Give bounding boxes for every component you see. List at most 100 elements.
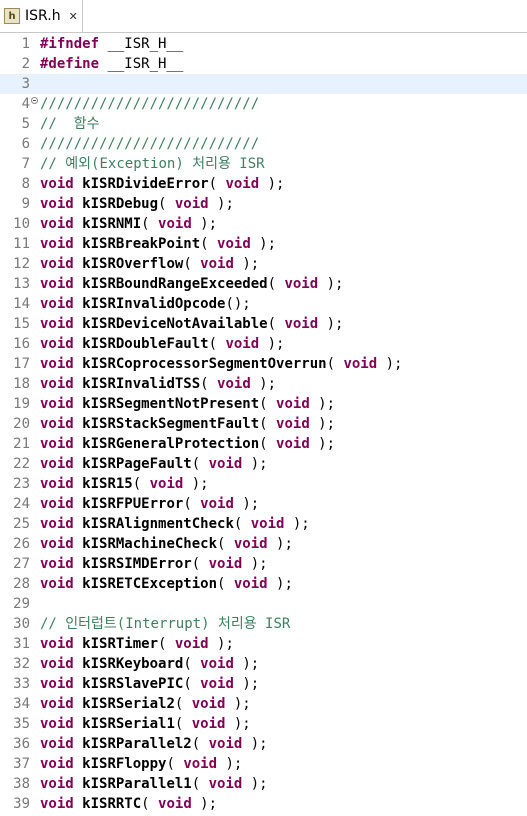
function-name-token: kISRDoubleFault bbox=[82, 336, 209, 352]
code-token: ( bbox=[208, 336, 226, 352]
keyword-token: void bbox=[158, 796, 192, 812]
code-token bbox=[74, 176, 82, 192]
keyword-token: void bbox=[183, 756, 218, 772]
keyword-token: void bbox=[284, 276, 319, 292]
close-icon[interactable]: ✕ bbox=[68, 9, 78, 23]
keyword-token: void bbox=[191, 716, 226, 732]
code-text: void kISRStackSegmentFault( void ); bbox=[40, 414, 335, 434]
code-token: ( bbox=[200, 376, 218, 392]
code-token: ); bbox=[225, 716, 251, 732]
code-token: ); bbox=[318, 276, 344, 292]
keyword-token: #define bbox=[40, 56, 100, 72]
code-token: ( bbox=[132, 476, 150, 492]
code-text: void kISRDivideError( void ); bbox=[40, 174, 284, 194]
code-token bbox=[74, 456, 82, 472]
tab-isr-h[interactable]: h ISR.h ✕ bbox=[0, 0, 83, 32]
line-number: 20 bbox=[13, 416, 30, 432]
code-line[interactable]: 29 bbox=[0, 594, 527, 614]
code-line[interactable]: 20 void kISRStackSegmentFault( void ); bbox=[0, 414, 527, 434]
code-editor[interactable]: 1#ifndef __ISR_H__2#define __ISR_H__ 3 4//… bbox=[0, 34, 527, 816]
line-number: 23 bbox=[13, 476, 30, 492]
code-text: void kISRSegmentNotPresent( void ); bbox=[40, 394, 335, 414]
function-name-token: kISRKeyboard bbox=[82, 656, 184, 672]
code-token: ); bbox=[309, 416, 336, 432]
keyword-token: void bbox=[200, 496, 234, 512]
function-name-token: kISRSegmentNotPresent bbox=[82, 396, 260, 412]
code-text: void kISRBreakPoint( void ); bbox=[40, 234, 276, 254]
code-line[interactable]: 2#define __ISR_H__ bbox=[0, 54, 527, 74]
code-token bbox=[74, 256, 82, 272]
code-token: ( bbox=[158, 196, 175, 212]
keyword-token: void bbox=[40, 396, 74, 412]
code-text: void kISRFloppy( void ); bbox=[40, 754, 242, 774]
code-line[interactable]: 5// 함수 bbox=[0, 114, 527, 134]
keyword-token: void bbox=[174, 636, 209, 652]
function-name-token: kISRParallel1 bbox=[82, 776, 192, 792]
line-number: 11 bbox=[13, 236, 30, 252]
keyword-token: void bbox=[225, 176, 260, 192]
line-number: 32 bbox=[13, 656, 30, 672]
code-token: ( bbox=[141, 796, 159, 812]
code-token bbox=[74, 576, 82, 592]
fold-toggle-icon[interactable] bbox=[31, 97, 38, 104]
code-token bbox=[74, 556, 82, 572]
code-token: ( bbox=[174, 696, 192, 712]
line-number: 1 bbox=[21, 36, 30, 52]
keyword-token: void bbox=[40, 656, 74, 672]
code-text: void kISRDoubleFault( void ); bbox=[40, 334, 284, 354]
function-name-token: kISRMachineCheck bbox=[82, 536, 218, 552]
function-name-token: kISRSerial1 bbox=[82, 716, 175, 732]
keyword-token: void bbox=[208, 456, 243, 472]
comment-token: ////////////////////////// bbox=[40, 136, 260, 152]
code-line[interactable]: 4////////////////////////// bbox=[0, 94, 527, 114]
code-token bbox=[74, 696, 82, 712]
keyword-token: void bbox=[284, 316, 319, 332]
function-name-token: kISRCoprocessorSegmentOverrun bbox=[82, 356, 327, 372]
code-line[interactable]: 30// 인터럽트(Interrupt) 처리용 ISR bbox=[0, 614, 527, 634]
code-token: ( bbox=[259, 396, 277, 412]
keyword-token: void bbox=[40, 336, 74, 352]
code-token: ); bbox=[233, 496, 260, 512]
code-token: ( bbox=[259, 436, 277, 452]
keyword-token: void bbox=[40, 356, 74, 372]
function-name-token: kISRBreakPoint bbox=[82, 236, 201, 252]
function-name-token: kISRDeviceNotAvailable bbox=[82, 316, 268, 332]
code-line[interactable]: 1#ifndef __ISR_H__ bbox=[0, 34, 527, 54]
code-line[interactable]: 6////////////////////////// bbox=[0, 134, 527, 154]
code-token: ); bbox=[242, 736, 268, 752]
code-line[interactable]: 3 bbox=[0, 74, 527, 94]
code-line[interactable]: 7// 예외(Exception) 처리용 ISR bbox=[0, 154, 527, 174]
keyword-token: void bbox=[40, 316, 74, 332]
code-text: void kISRParallel1( void ); bbox=[40, 774, 268, 794]
code-line[interactable]: 11 void kISRBreakPoint( void ); bbox=[0, 234, 527, 254]
line-number: 3 bbox=[21, 76, 30, 92]
